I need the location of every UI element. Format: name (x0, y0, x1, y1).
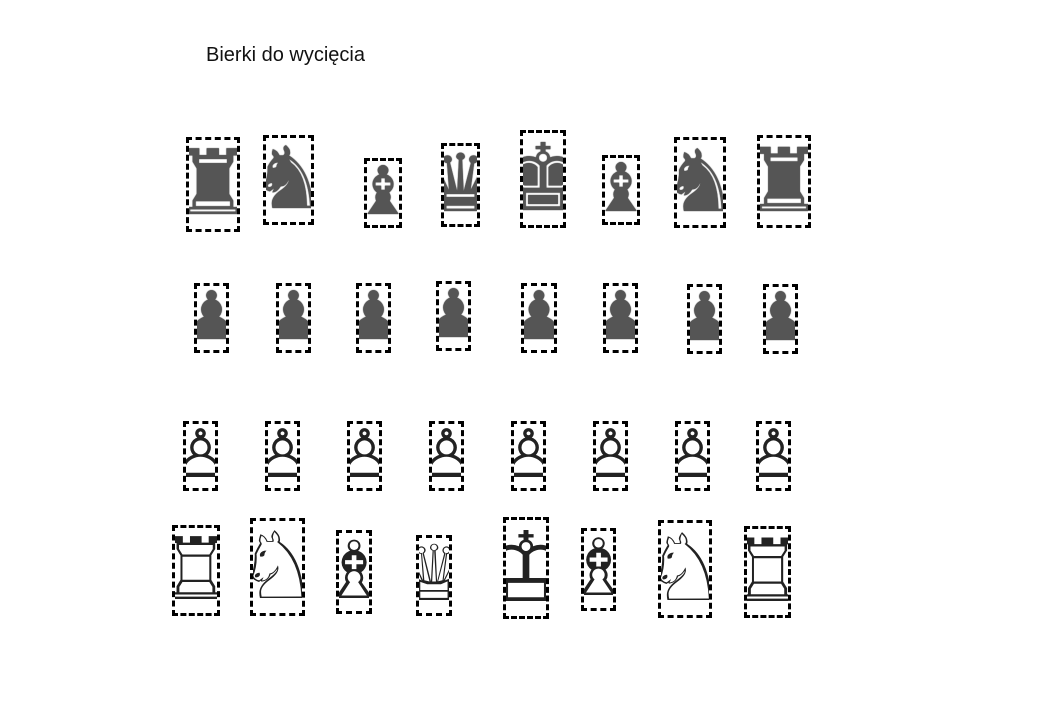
light-pawn-cutout: ♙ (183, 421, 218, 491)
light-rook-icon: ♖ (175, 528, 217, 613)
light-pawn-icon: ♙ (186, 424, 215, 488)
dark-pawn-cutout: ♟ (436, 281, 471, 351)
dark-rook-icon: ♜ (760, 138, 808, 225)
light-pawn-cutout: ♙ (593, 421, 628, 491)
dark-knight-cutout: ♞ (674, 137, 726, 228)
light-pawn-cutout: ♙ (511, 421, 546, 491)
dark-bishop-icon: ♝ (367, 161, 399, 225)
dark-king-cutout: ♚ (520, 130, 566, 228)
dark-pawn-cutout: ♟ (687, 284, 722, 354)
dark-knight-cutout: ♞ (263, 135, 314, 225)
light-knight-icon: ♘ (253, 521, 302, 613)
light-pawn-icon: ♙ (350, 424, 379, 488)
light-pawn-icon: ♙ (596, 424, 625, 488)
light-pawn-cutout: ♙ (265, 421, 300, 491)
light-rook-icon: ♖ (747, 529, 788, 615)
light-king-icon: ♔ (506, 520, 546, 616)
dark-king-icon: ♚ (523, 133, 563, 225)
dark-knight-icon: ♞ (677, 140, 723, 225)
light-rook-cutout: ♖ (172, 525, 220, 616)
dark-pawn-cutout: ♟ (603, 283, 638, 353)
dark-pawn-icon: ♟ (606, 286, 635, 350)
dark-queen-cutout: ♛ (441, 143, 480, 227)
dark-pawn-icon: ♟ (279, 286, 308, 350)
light-queen-icon: ♕ (419, 538, 449, 613)
dark-queen-icon: ♛ (444, 146, 477, 224)
light-pawn-icon: ♙ (514, 424, 543, 488)
light-pawn-cutout: ♙ (347, 421, 382, 491)
light-knight-icon: ♘ (661, 523, 709, 615)
light-bishop-icon: ♗ (339, 533, 369, 611)
light-pawn-icon: ♙ (432, 424, 461, 488)
dark-rook-icon: ♜ (189, 140, 237, 229)
light-pawn-icon: ♙ (759, 424, 788, 488)
light-knight-cutout: ♘ (250, 518, 305, 616)
light-pawn-icon: ♙ (268, 424, 297, 488)
light-king-cutout: ♔ (503, 517, 549, 619)
light-rook-cutout: ♖ (744, 526, 791, 618)
light-pawn-cutout: ♙ (675, 421, 710, 491)
dark-bishop-cutout: ♝ (602, 155, 640, 225)
dark-knight-icon: ♞ (266, 138, 311, 222)
light-queen-cutout: ♕ (416, 535, 452, 616)
dark-rook-cutout: ♜ (757, 135, 811, 228)
dark-pawn-icon: ♟ (197, 286, 226, 350)
dark-pawn-cutout: ♟ (194, 283, 229, 353)
light-pawn-cutout: ♙ (756, 421, 791, 491)
light-knight-cutout: ♘ (658, 520, 712, 618)
dark-pawn-cutout: ♟ (356, 283, 391, 353)
dark-pawn-icon: ♟ (690, 287, 719, 351)
dark-rook-cutout: ♜ (186, 137, 240, 232)
dark-pawn-cutout: ♟ (521, 283, 557, 353)
dark-pawn-icon: ♟ (359, 286, 388, 350)
dark-pawn-cutout: ♟ (763, 284, 798, 354)
dark-pawn-icon: ♟ (766, 287, 795, 351)
dark-bishop-icon: ♝ (605, 158, 637, 222)
light-pawn-icon: ♙ (678, 424, 707, 488)
page-title: Bierki do wycięcia (206, 44, 365, 66)
light-bishop-cutout: ♗ (336, 530, 372, 614)
dark-bishop-cutout: ♝ (364, 158, 402, 228)
light-pawn-cutout: ♙ (429, 421, 464, 491)
light-bishop-cutout: ♗ (581, 528, 616, 611)
light-bishop-icon: ♗ (584, 531, 613, 608)
dark-pawn-cutout: ♟ (276, 283, 311, 353)
dark-pawn-icon: ♟ (524, 286, 554, 350)
dark-pawn-icon: ♟ (439, 284, 468, 348)
